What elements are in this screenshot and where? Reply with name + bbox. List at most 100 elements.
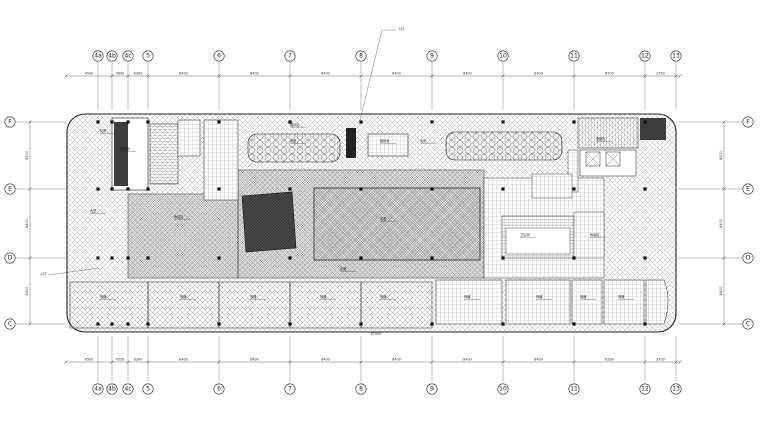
structural-column xyxy=(643,322,647,326)
dimension-text: 3750 xyxy=(656,358,665,362)
dark-block xyxy=(241,191,297,253)
dimension-text: 8400 xyxy=(392,72,401,76)
dimension-text: 8400 xyxy=(321,358,330,362)
room-name: 商铺 xyxy=(180,294,187,299)
room-name: 接待台 xyxy=(380,138,390,143)
structural-column xyxy=(126,120,130,124)
structural-column xyxy=(96,256,100,260)
structural-column xyxy=(288,120,292,124)
grid-label: 8 xyxy=(359,53,363,60)
room-tag: 中庭 xyxy=(380,216,396,222)
annotation-text: 入口 xyxy=(398,27,404,31)
grid-bubble-4a: 4a xyxy=(92,383,104,395)
grid-bubble-8: 8 xyxy=(355,383,367,395)
structural-column xyxy=(430,120,434,124)
structural-column xyxy=(288,322,292,326)
structural-column xyxy=(217,256,221,260)
structural-column xyxy=(359,120,363,124)
grid-bubble-C: C xyxy=(742,318,754,330)
structural-column xyxy=(359,322,363,326)
grid-label: 4c xyxy=(124,53,131,60)
structural-column xyxy=(146,120,150,124)
structural-column xyxy=(126,256,130,260)
room-name: 中庭 xyxy=(380,216,387,221)
annotation-text: 入口 xyxy=(40,272,46,276)
room-tag: 接待台 xyxy=(380,138,396,144)
grid-bubble-E: E xyxy=(4,183,16,195)
dimension-text: 3750 xyxy=(656,72,665,76)
shop-row xyxy=(69,279,669,329)
structural-column xyxy=(430,256,434,260)
grid-bubble-4c: 4c xyxy=(122,383,134,395)
grid-label: 7 xyxy=(288,386,292,393)
structural-column xyxy=(217,322,221,326)
room-name: 商铺 xyxy=(250,294,257,299)
structural-column xyxy=(643,256,647,260)
room-tag: 商铺 xyxy=(250,294,266,300)
room-tag: 机房 xyxy=(100,128,116,134)
dimension-text: 6500 xyxy=(605,358,614,362)
lobby-floor xyxy=(127,193,239,279)
room-name: 机房 xyxy=(100,128,106,133)
structural-column xyxy=(110,256,114,260)
dimension-text: 8400 xyxy=(25,219,29,228)
grid-label: 12 xyxy=(641,386,649,393)
room-name: 水景 xyxy=(420,138,426,143)
grid-bubble-12: 12 xyxy=(639,383,651,395)
dimension-text: 8400 xyxy=(463,358,472,362)
grid-bubble-9: 9 xyxy=(426,383,438,395)
room-tag: 走廊 xyxy=(340,266,356,272)
structural-column xyxy=(501,322,505,326)
reception-desk xyxy=(367,133,409,157)
grid-bubble-13: 13 xyxy=(670,50,682,62)
room-name: 水景 xyxy=(290,138,296,143)
grid-label: 4b xyxy=(108,386,116,393)
dimension-text: 8400 xyxy=(719,287,723,296)
structural-column xyxy=(359,187,363,191)
grid-bubble-10: 10 xyxy=(497,383,509,395)
dimension-text: 4500 xyxy=(85,72,94,76)
elevator-hall xyxy=(579,149,637,177)
overall-dimension: 67000 xyxy=(371,332,382,336)
grid-bubble-7: 7 xyxy=(284,383,296,395)
room-tag: 商铺 xyxy=(180,294,196,300)
dimension-text: 6500 xyxy=(605,72,614,76)
grid-label: 9 xyxy=(430,386,434,393)
grid-label: 4a xyxy=(94,53,102,60)
dimension-text: 8500 xyxy=(719,151,723,160)
dimension-text: 6300 xyxy=(134,358,143,362)
room-name: 休息区 xyxy=(174,214,184,219)
grid-label: 5 xyxy=(146,386,150,393)
structural-column xyxy=(110,322,114,326)
room-tag: 商铺 xyxy=(320,294,336,300)
structural-column xyxy=(110,187,114,191)
grid-label: 4a xyxy=(94,386,102,393)
grid-label: D xyxy=(746,255,751,262)
room-tag: 商铺 xyxy=(380,294,396,300)
grid-bubble-D: D xyxy=(4,252,16,264)
dimension-text: 8400 xyxy=(179,358,188,362)
structural-column xyxy=(126,322,130,326)
structural-column xyxy=(146,187,150,191)
grid-label: 12 xyxy=(641,53,649,60)
structural-column xyxy=(359,256,363,260)
grid-bubble-10: 10 xyxy=(497,50,509,62)
room-name: 商铺 xyxy=(464,294,471,299)
room-tag: 水景 xyxy=(420,138,436,144)
dimension-text: 8400 xyxy=(719,219,723,228)
room-name: 休息区 xyxy=(590,232,600,237)
structural-column xyxy=(501,120,505,124)
structural-column xyxy=(96,187,100,191)
room-tag: 楼梯间 xyxy=(120,146,136,152)
structural-column xyxy=(572,322,576,326)
room-tag: 展示区 xyxy=(290,122,306,128)
room-name: 商铺 xyxy=(536,294,543,299)
structural-column xyxy=(96,322,100,326)
room-name: 商铺 xyxy=(380,294,387,299)
grid-label: D xyxy=(8,255,13,262)
grid-bubble-5: 5 xyxy=(142,383,154,395)
room-name: 大堂 xyxy=(90,208,96,213)
structural-column xyxy=(430,322,434,326)
structural-column xyxy=(643,120,647,124)
